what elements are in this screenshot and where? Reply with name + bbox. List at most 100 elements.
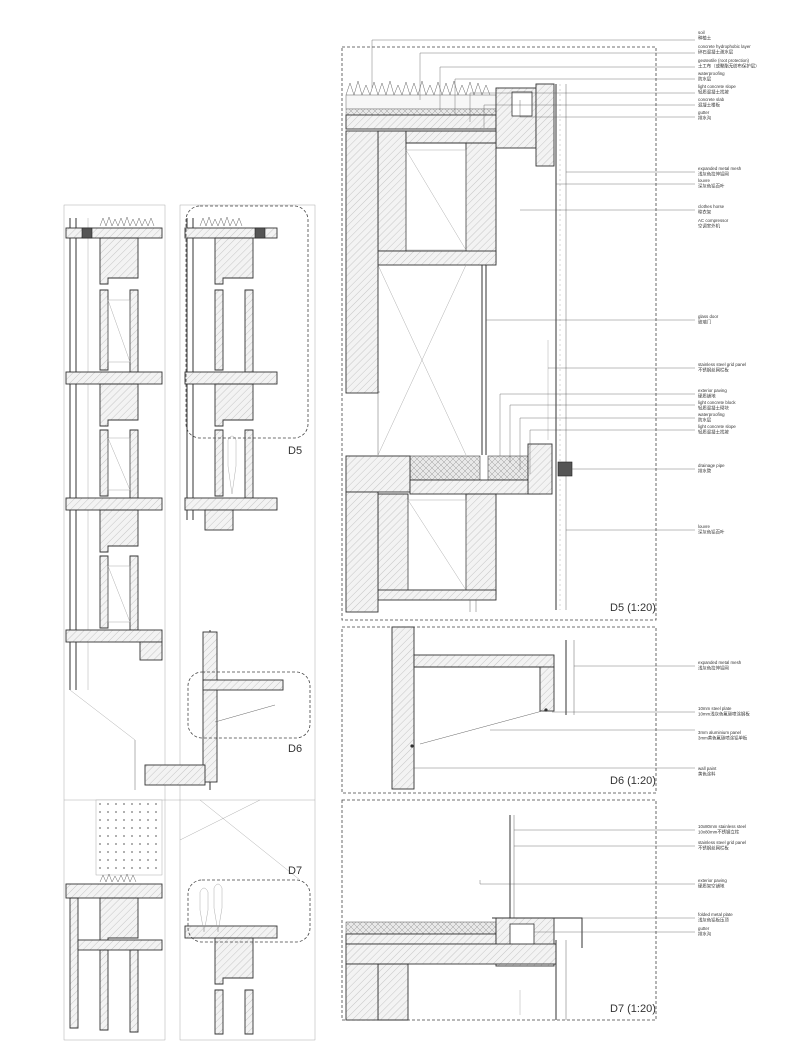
d6-leaders: [414, 665, 695, 769]
panel-d7-title: D7 (1:20): [610, 1003, 656, 1015]
d5-ann-10-en: AC compressor: [698, 218, 729, 223]
d5-ann-11-zh: 玻璃门: [698, 319, 711, 326]
d6-ann-3-en: wall paint: [698, 766, 717, 771]
d5-ann-11-en: glass door: [698, 314, 719, 319]
panel-d6: D6 (1:20): [341, 626, 657, 794]
d5-ann-15-en: waterproofing: [698, 412, 725, 417]
d5-ann-14-zh: 轻质混凝土砌块: [698, 405, 729, 412]
d5-ann-16-zh: 轻质混凝土找坡: [698, 429, 729, 436]
d5-ann-0-zh: 种植土: [698, 35, 712, 42]
d5-ann-6-zh: 排水沟: [698, 115, 712, 122]
d7-ann-2-en: exterior paving: [698, 878, 727, 883]
section-strip-b: [179, 204, 316, 1041]
d5-ann-7-zh: 浅灰色拉伸铝网: [698, 171, 729, 178]
d7-ann-1-en: stainless steel grid panel: [698, 840, 746, 845]
panel-d6-frame: [341, 626, 657, 794]
panel-d6-title: D6 (1:20): [610, 775, 656, 787]
d5-ann-2-en: geotextile (root protection): [698, 58, 750, 63]
d7-ann-0-zh: 10x80mm不锈钢立柱: [698, 829, 740, 836]
d5-ann-4-en: light concrete slope: [698, 84, 736, 89]
d5-ann-17-en: drainage pipe: [698, 463, 725, 468]
d5-ann-18-en: louvre: [698, 524, 711, 529]
callout-d7-frame: [187, 879, 311, 943]
d6-ann-2-zh: 3mm黄色氟碳喷涂铝单板: [698, 735, 748, 742]
d5-ann-2-zh: 土工布（或聚酯无纺布保护层）: [698, 63, 759, 70]
d7-ann-3-zh: 浅灰色铝板压顶: [698, 917, 729, 924]
panel-d7: D7 (1:20): [341, 799, 657, 1021]
d5-ann-7-en: expanded metal mesh: [698, 166, 742, 171]
callout-d7-label: D7: [288, 865, 302, 877]
d7-ann-1-zh: 不锈钢丝网栏板: [698, 845, 729, 852]
d5-ann-1-zh: 碎石混凝土疏水层: [698, 49, 734, 56]
d5-ann-16-en: light concrete slope: [698, 424, 736, 429]
d5-ann-13-en: exterior paving: [698, 388, 727, 393]
d5-ann-10-zh: 空调室外机: [698, 223, 721, 230]
d7-leaders: [479, 829, 695, 933]
d6-ann-1-en: 10mm steel plate: [698, 706, 732, 711]
d7-ann-2-zh: 硬质架空铺地: [698, 883, 725, 890]
callout-d6-label: D6: [288, 743, 302, 755]
panel-d5-title: D5 (1:20): [610, 602, 656, 614]
d5-ann-9-en: clothes horse: [698, 204, 725, 209]
full-section-left: [63, 204, 316, 1041]
d5-ann-3-en: waterproofing: [698, 71, 725, 76]
d5-ann-5-en: concrete slab: [698, 97, 725, 102]
callout-d5-frame: [185, 205, 309, 439]
d7-ann-4-zh: 排水沟: [698, 931, 712, 938]
d5-ann-0-en: soil: [698, 30, 705, 35]
section-strip-a: [63, 204, 166, 1041]
d5-ann-12-zh: 不锈钢丝网栏板: [698, 367, 729, 374]
panel-d5: D5 (1:20): [341, 46, 657, 621]
d5-ann-15-zh: 防水层: [698, 417, 712, 424]
d6-ann-3-zh: 黄色涂料: [698, 771, 716, 778]
d5-ann-14-en: light concrete block: [698, 400, 736, 405]
d7-ann-4-en: gutter: [698, 926, 710, 931]
d5-ann-12-en: stainless steel grid panel: [698, 362, 746, 367]
d6-ann-0-zh: 浅灰色拉伸铝网: [698, 665, 729, 672]
d6-ann-2-en: 3mm aluminium panel: [698, 730, 741, 735]
d5-ann-8-zh: 深灰色铝百叶: [698, 183, 725, 190]
d6-ann-0-en: expanded metal mesh: [698, 660, 742, 665]
d5-ann-4-zh: 轻质混凝土找坡: [698, 89, 729, 96]
d5-ann-8-en: louvre: [698, 178, 711, 183]
d5-ann-18-zh: 深灰色铝百叶: [698, 529, 725, 536]
d5-leaders: [371, 39, 695, 531]
d5-ann-9-zh: 晾衣架: [698, 209, 712, 216]
panel-d7-frame: [341, 799, 657, 1021]
svg-text:geotextile (root protection)土工: geotextile (root protection)土工布（或聚酯无纺布保护…: [698, 58, 759, 70]
d5-ann-1-en: concrete hydrophobic layer: [698, 44, 751, 49]
d7-ann-0-en: 10x80mm stainless steel: [698, 824, 746, 829]
d5-ann-5-zh: 混凝土楼板: [698, 102, 721, 109]
d6-ann-1-zh: 10mm浅灰色氟碳喷涂钢板: [698, 711, 750, 718]
panel-d5-frame: [341, 46, 657, 621]
